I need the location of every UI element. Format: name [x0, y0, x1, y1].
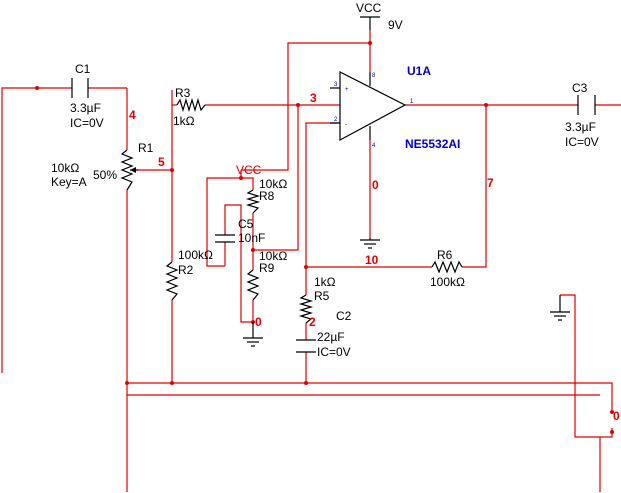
vcc-mid-label: VCC: [236, 163, 262, 177]
junction-vccmid: [239, 176, 243, 180]
junction-node10: [304, 265, 308, 269]
u1-pin8: 8: [372, 73, 376, 79]
vcc-label: VCC: [356, 1, 382, 15]
component-r6-symbol: [431, 260, 463, 274]
net-label-7: 7: [487, 176, 494, 190]
junction-right-bottom: [610, 430, 614, 434]
net-label-0-right: 0: [613, 409, 620, 423]
wire-node10: [305, 122, 432, 268]
net-label-0-divider: 0: [255, 315, 262, 329]
component-r1-symbol: [120, 149, 138, 191]
junctions: [35, 41, 614, 434]
junction-node5: [170, 168, 174, 172]
wire-vccmid-loop: [206, 177, 241, 267]
component-c1-symbol: [71, 78, 89, 98]
wire-node7: [462, 105, 487, 268]
r1-ref: R1: [138, 141, 154, 155]
c3-value: 3.3µF: [565, 120, 596, 134]
wire-input: [1, 87, 72, 373]
u1-pin1: 1: [410, 99, 414, 105]
wire-node5: [137, 90, 173, 171]
c2-ic: IC=0V: [317, 345, 351, 359]
r5-value: 1kΩ: [314, 275, 336, 289]
r2-value: 100kΩ: [178, 248, 213, 262]
u1-pin-plus: +: [345, 87, 349, 93]
ground-icon-opamp: [360, 238, 380, 249]
wire-c5-top: [224, 204, 253, 323]
component-r8-symbol: [245, 189, 261, 214]
junction-bus-r2: [170, 381, 174, 385]
c1-ic: IC=0V: [70, 116, 104, 130]
junction-input: [35, 86, 39, 90]
u1-ref: U1A: [407, 64, 431, 78]
r9-ref: R9: [259, 261, 275, 275]
component-r3-symbol: [176, 97, 206, 113]
component-c5-symbol: [215, 234, 235, 243]
c5-ref: C5: [238, 217, 254, 231]
opamp-u1a-symbol: [330, 71, 407, 142]
c3-ref: C3: [572, 81, 588, 95]
component-c3-symbol: [577, 95, 596, 115]
net-label-3: 3: [310, 91, 317, 105]
r3-ref: R3: [175, 86, 191, 100]
ground-icon-divider: [243, 322, 263, 347]
c2-ref: C2: [336, 309, 352, 323]
c3-ic: IC=0V: [565, 135, 599, 149]
u1-pin3: 3: [334, 82, 338, 88]
component-r5-symbol: [298, 294, 314, 324]
r8-ref: R8: [259, 189, 275, 203]
component-r2-symbol: [165, 261, 179, 301]
wire-vcc-feed: [241, 30, 371, 171]
net-label-2: 2: [309, 315, 316, 329]
r5-ref: R5: [314, 289, 330, 303]
wire-bus-upper: [127, 382, 613, 410]
u1-pin-minus: -: [345, 122, 347, 128]
component-c2-symbol: [296, 339, 316, 353]
u1-part: NE5532AI: [405, 137, 460, 151]
r1-setting: 50%: [93, 168, 117, 182]
c5-value: 10nF: [238, 231, 265, 245]
junction-vcc: [368, 41, 372, 45]
component-r9-symbol: [246, 269, 260, 301]
vcc-voltage: 9V: [388, 18, 403, 32]
wire-node3-divider: [253, 105, 299, 251]
junction-bus-c2: [304, 381, 308, 385]
u1-pin2: 2: [334, 117, 338, 123]
r8-value: 10kΩ: [259, 177, 287, 191]
c1-ref: C1: [75, 62, 91, 76]
junction-right-top: [610, 410, 614, 414]
net-label-4: 4: [129, 108, 136, 122]
net-label-10: 10: [365, 253, 379, 267]
ground-icon-right: [550, 295, 570, 321]
c1-value: 3.3µF: [70, 101, 101, 115]
net-label-0-opamp: 0: [372, 178, 379, 192]
c2-value: 22µF: [317, 330, 345, 344]
junction-divider: [251, 248, 255, 252]
junction-output: [484, 103, 488, 107]
wire-right-ground: [560, 294, 613, 438]
wire-vccmid-r8: [240, 170, 254, 190]
r6-value: 100kΩ: [430, 275, 465, 289]
r9-value: 10kΩ: [259, 249, 287, 263]
junction-node3: [296, 103, 300, 107]
r1-value: 10kΩ: [51, 161, 79, 175]
u1-pin4: 4: [372, 143, 376, 149]
vcc-source-symbol: [360, 16, 380, 30]
r3-value: 1kΩ: [173, 114, 195, 128]
r1-key: Key=A: [51, 175, 87, 189]
r6-ref: R6: [437, 248, 453, 262]
net-label-5: 5: [158, 155, 165, 169]
junction-bus-r1: [125, 381, 129, 385]
r2-ref: R2: [178, 263, 194, 277]
